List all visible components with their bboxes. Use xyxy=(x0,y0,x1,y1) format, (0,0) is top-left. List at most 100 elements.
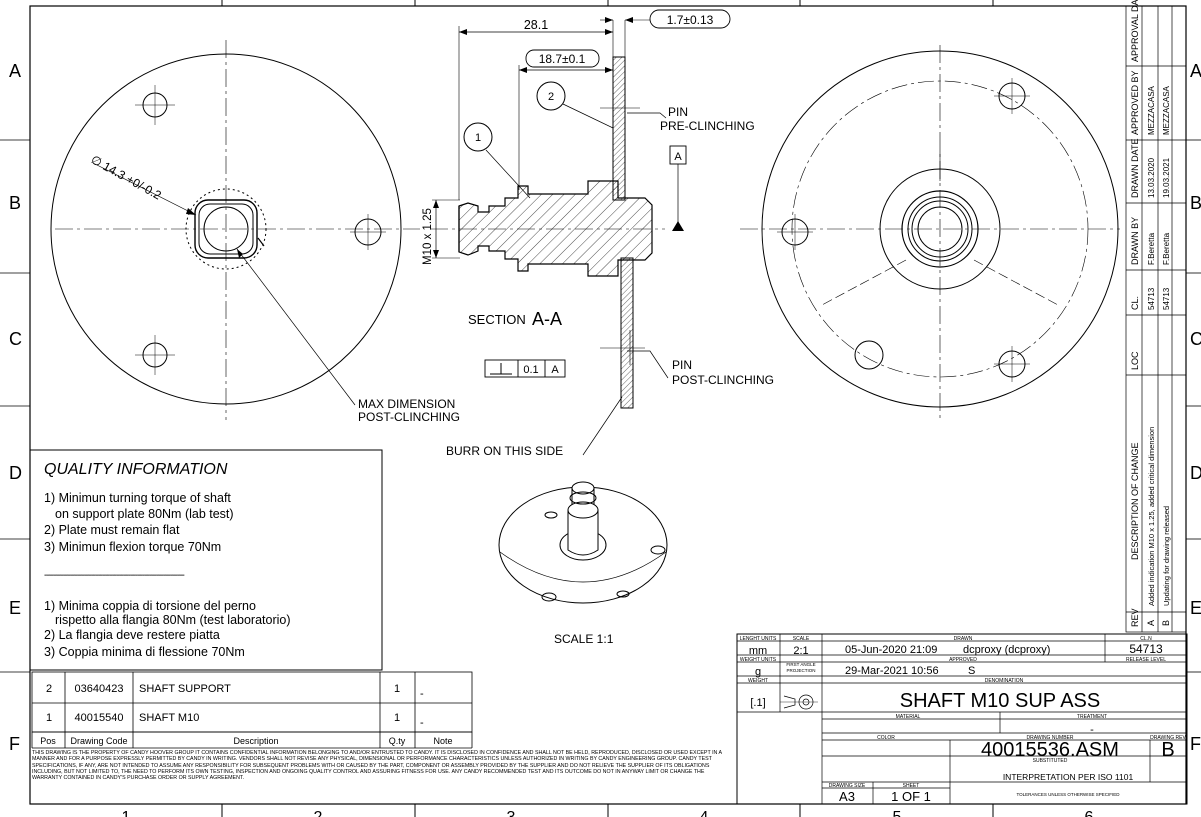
col-label: 6 xyxy=(1085,809,1094,817)
flatness-datum: A xyxy=(551,364,559,376)
bom-desc: SHAFT SUPPORT xyxy=(139,683,231,695)
row-label: A xyxy=(9,61,21,81)
tb-treatment: - xyxy=(1090,724,1094,736)
balloon-2: 2 xyxy=(548,91,554,103)
bom-code: 40015540 xyxy=(75,712,124,724)
section-title-letter: A-A xyxy=(532,309,562,329)
tb-weight-label: WEIGHT xyxy=(748,678,768,684)
tb-color-label: COLOR xyxy=(877,735,895,741)
first-angle-symbol xyxy=(780,694,818,710)
row-label: E xyxy=(1190,598,1201,618)
rev-b-letter: B xyxy=(1161,620,1171,626)
diameter-dimension: ∅ 14.3 +0/-0.2 xyxy=(89,152,164,202)
isometric-view xyxy=(498,481,668,604)
row-label: B xyxy=(9,193,21,213)
row-label: F xyxy=(9,734,20,754)
tb-weight-units: g xyxy=(755,666,761,678)
tb-scale-label: SCALE xyxy=(793,636,810,642)
bom-pos: 1 xyxy=(46,712,52,724)
rev-b-drawn-date: 19.03.2021 xyxy=(1162,157,1171,198)
row-labels-right: A B C D E F xyxy=(1190,61,1201,754)
quality-en-line: 2) Plate must remain flat xyxy=(44,523,180,537)
tb-weight: [.1] xyxy=(750,697,765,709)
quality-en-line: 1) Minimun turning torque of shaft xyxy=(44,491,231,505)
bom-pos: 2 xyxy=(46,683,52,695)
quality-separator: ----------------------------------------… xyxy=(44,570,185,581)
bom-qty: 1 xyxy=(394,683,400,695)
tb-treatment-label: TREATMENT xyxy=(1077,714,1107,720)
bom-header-note: Note xyxy=(433,736,452,746)
rev-a-drawn-by: F.Beretta xyxy=(1147,232,1156,265)
rev-b-cl: 54713 xyxy=(1162,287,1171,310)
col-label: 1 xyxy=(122,809,131,817)
pin-post-note: PIN xyxy=(672,358,692,372)
quality-it-line: rispetto alla flangia 80Nm (test laborat… xyxy=(55,613,291,627)
bom-note: - xyxy=(420,688,424,700)
shoulder-dimension: 18.7±0.1 xyxy=(539,52,586,66)
col-label: 5 xyxy=(893,809,902,817)
tb-drawn-label: DRAWN xyxy=(954,636,973,642)
rev-header-loc: LOC xyxy=(1130,351,1140,370)
tb-drawing-rev-label: DRAWING REV xyxy=(1150,735,1186,741)
bom-note: - xyxy=(420,717,424,729)
row-label: C xyxy=(1190,329,1201,349)
tb-drawing-size: A3 xyxy=(839,789,855,804)
bom-header-desc: Description xyxy=(233,736,278,746)
iso-scale-label: SCALE 1:1 xyxy=(554,632,614,646)
tb-weight-units-label: WEIGHT UNITS xyxy=(740,657,777,663)
rev-header-drawn-date: DRAWN DATE xyxy=(1130,139,1140,199)
tb-drawing-rev: B xyxy=(1161,739,1174,761)
flatness-tolerance: 0.1 xyxy=(523,364,538,376)
section-view xyxy=(430,9,731,456)
tb-cln-label: CL.N xyxy=(1140,636,1152,642)
row-label: E xyxy=(9,598,21,618)
max-dimension-note: MAX DIMENSION xyxy=(358,397,455,411)
tb-denomination: SHAFT M10 SUP ASS xyxy=(900,690,1100,712)
right-flange-view xyxy=(740,45,1120,420)
tb-drawing-number-label: DRAWING NUMBER xyxy=(1026,735,1073,741)
tb-release-label: RELEASE LEVEL xyxy=(1126,657,1166,663)
rev-b-desc: Updating for drawing released xyxy=(1162,506,1171,606)
tb-drawn-by: dcproxy (dcproxy) xyxy=(963,644,1050,656)
quality-it-line: 1) Minima coppia di torsione del perno xyxy=(44,599,256,613)
quality-info-box xyxy=(29,449,383,671)
tb-approved-s: S xyxy=(968,665,975,677)
row-label: A xyxy=(1190,61,1201,81)
row-label: F xyxy=(1190,734,1201,754)
tb-first-angle: FIRST ANGLE xyxy=(786,662,815,667)
rev-a-cl: 54713 xyxy=(1147,287,1156,310)
pin-pre-note: PIN xyxy=(668,105,688,119)
rev-header-approved-by: APPROVED BY xyxy=(1130,70,1140,135)
quality-info-title: QUALITY INFORMATION xyxy=(44,461,228,478)
row-label: D xyxy=(1190,463,1201,483)
row-label: B xyxy=(1190,193,1201,213)
bom-header-qty: Q.ty xyxy=(389,736,406,746)
tb-substituted-label: SUBSTITUTED xyxy=(1033,758,1068,764)
bom-qty: 1 xyxy=(394,712,400,724)
bom-table xyxy=(31,671,473,749)
plate-thickness-dimension: 1.7±0.13 xyxy=(667,13,714,27)
thread-callout: M10 x 1.25 xyxy=(422,208,434,265)
section-title-prefix: SECTION xyxy=(468,312,526,327)
bom-desc: SHAFT M10 xyxy=(139,712,199,724)
rev-header-desc: DESCRIPTION OF CHANGE xyxy=(1130,442,1140,560)
section-text: SECTION A-A 28.1 18.7±0.1 1.7±0.13 M10 x… xyxy=(422,13,774,646)
tb-tolerances: TOLERANCES UNLESS OTHERWISE SPECIFIED xyxy=(1016,792,1120,797)
pin-pre-note-2: PRE-CLINCHING xyxy=(660,119,755,133)
revision-text: REV DESCRIPTION OF CHANGE LOC CL. DRAWN … xyxy=(1130,0,1171,627)
tb-approved-label: APPROVED xyxy=(949,657,977,663)
pin-post-note-2: POST-CLINCHING xyxy=(672,373,774,387)
col-labels-bottom: 1 2 3 4 5 6 xyxy=(122,809,1094,817)
tb-drawn-date: 05-Jun-2020 21:09 xyxy=(845,644,937,656)
bom-text: 2 03640423 SHAFT SUPPORT 1 - 1 40015540 … xyxy=(40,683,452,746)
tb-interpretation: INTERPRETATION PER ISO 1101 xyxy=(1003,772,1134,782)
rev-header-cl: CL. xyxy=(1130,296,1140,310)
rev-header-drawn-by: DRAWN BY xyxy=(1130,217,1140,265)
tb-sheet: 1 OF 1 xyxy=(891,789,931,804)
tb-cln: 54713 xyxy=(1129,642,1163,656)
bom-header-pos: Pos xyxy=(40,736,56,746)
tb-projection: PROJECTION xyxy=(786,668,815,673)
tb-material-label: MATERIAL xyxy=(896,714,921,720)
datum-label: A xyxy=(674,151,682,163)
